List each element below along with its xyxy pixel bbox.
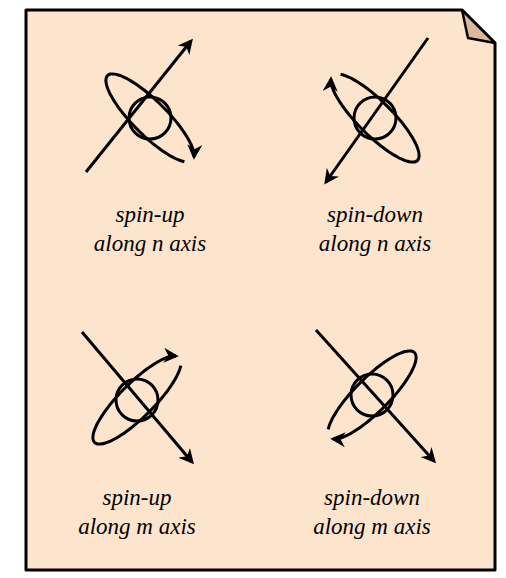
- spin-icon: [316, 330, 434, 461]
- particle: [354, 97, 396, 139]
- particle: [129, 97, 171, 139]
- spin-orbit: [93, 356, 181, 444]
- spin-icon: [82, 332, 192, 462]
- spin-orbit: [106, 74, 194, 162]
- caption-line: spin-down: [313, 483, 431, 512]
- spin-axis: [82, 332, 192, 462]
- caption-line: spin-down: [319, 200, 431, 229]
- caption-line: along n axis: [94, 229, 206, 258]
- caption-line: along n axis: [319, 229, 431, 258]
- note-sheet: [26, 10, 495, 570]
- spin-axis: [86, 41, 191, 172]
- caption: spin-down along m axis: [313, 483, 431, 541]
- caption: spin-up along m axis: [78, 483, 196, 541]
- caption: spin-up along n axis: [94, 200, 206, 258]
- caption-line: along m axis: [313, 512, 431, 541]
- caption-line: spin-up: [78, 483, 196, 512]
- caption-line: along m axis: [78, 512, 196, 541]
- spin-orbit: [328, 351, 416, 439]
- spin-axis: [326, 38, 428, 182]
- caption-line: spin-up: [94, 200, 206, 229]
- spin-axis: [316, 330, 434, 461]
- spin-icon: [86, 41, 194, 172]
- spin-orbit: [331, 74, 419, 162]
- particle: [116, 379, 158, 421]
- spin-icon: [326, 38, 428, 182]
- particle: [351, 374, 393, 416]
- caption: spin-down along n axis: [319, 200, 431, 258]
- folded-corner: [462, 10, 495, 43]
